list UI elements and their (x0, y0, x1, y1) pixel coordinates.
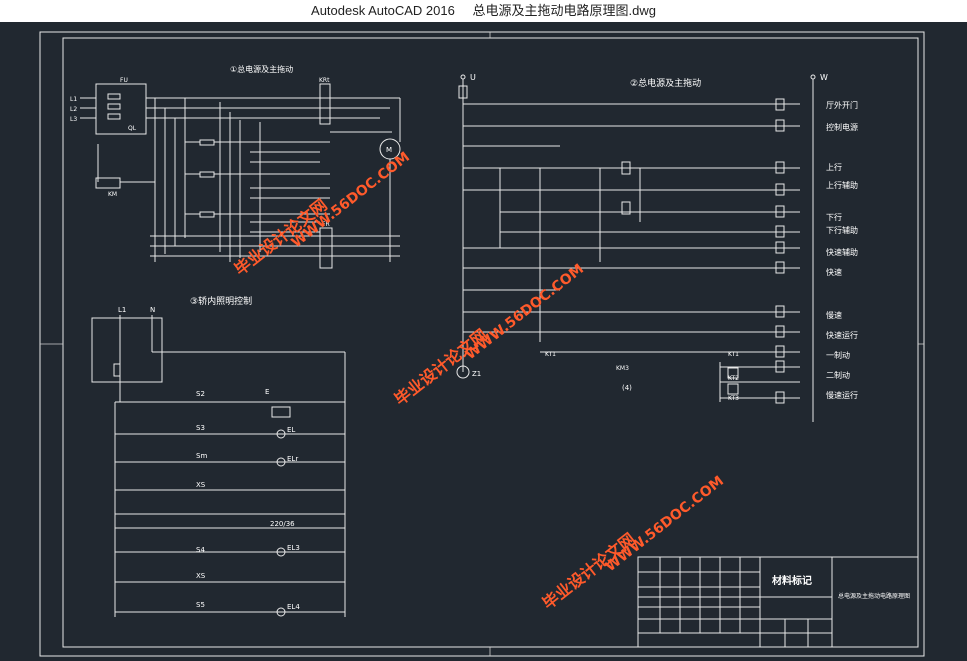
supply-l2: L2 (70, 106, 77, 113)
socket-xs2: XS (196, 572, 206, 580)
label-down-aux: 下行辅助 (826, 225, 858, 235)
section3-circuit: L1 N S2 S3 Sm XS S4 XS S5 E EL ELr 220/3… (91, 306, 346, 617)
section3-title: ③轿内照明控制 (190, 295, 252, 307)
label-up: 上行 (826, 162, 842, 172)
small-label-km3: KM3 (616, 365, 629, 372)
supply-l1: L1 (70, 96, 77, 103)
lighting-phase: L1 (118, 306, 126, 314)
relay-fr: FR (322, 221, 330, 228)
breaker-label: QL (128, 125, 137, 132)
label-door-open: 厅外开门 (826, 100, 858, 110)
watermark-cn-2: 毕业设计论文网 (391, 325, 491, 409)
supply-l3: L3 (70, 116, 77, 123)
load-el: EL (287, 426, 295, 434)
label-brake2: 二制动 (826, 370, 850, 380)
switch-s3: S3 (196, 424, 205, 432)
drawing-canvas[interactable]: ①总电源及主拖动 FU QL L1 L2 L3 (0, 22, 967, 661)
switch-s4: S4 (196, 546, 205, 554)
timer-kt3: KT3 (728, 395, 739, 402)
terminal-w: W (820, 73, 828, 82)
section2-circuit: U W (456, 73, 858, 422)
inner-frame (62, 37, 919, 648)
load-e: E (265, 388, 269, 396)
app-title: Autodesk AutoCAD 2016 (311, 3, 455, 18)
label-down: 下行 (826, 212, 842, 222)
relay-km: KM (108, 191, 117, 198)
watermark-site-3: WWW.56DOC.COM (603, 473, 727, 575)
watermark-cn-3: 毕业设计论文网 (539, 529, 639, 613)
title-block: 材料标记 总电源及主拖动电路原理图 (637, 556, 919, 648)
section2-title: ②总电源及主拖动 (630, 77, 701, 89)
ground-z1: Z1 (472, 370, 481, 378)
load-el4: EL4 (287, 603, 300, 611)
label-up-aux: 上行辅助 (826, 180, 858, 190)
material-label: 材料标记 (772, 574, 812, 587)
relay-krt: KRt (319, 77, 330, 84)
timer-kt1: KT1 (728, 351, 739, 358)
motor-label: M (386, 146, 392, 154)
small-label-4: (4) (622, 384, 632, 392)
drawing-name: 总电源及主拖动电路原理图 (838, 592, 910, 600)
switch-sm: Sm (196, 452, 207, 460)
section1-circuit: FU QL L1 L2 L3 (70, 77, 401, 269)
label-fast-run: 快速运行 (826, 330, 858, 340)
label-fast-aux: 快速辅助 (826, 247, 858, 257)
schematic-drawing[interactable]: ①总电源及主拖动 FU QL L1 L2 L3 (0, 22, 967, 661)
transformer-label: 220/36 (270, 520, 295, 528)
section1-title: ①总电源及主拖动 (230, 64, 293, 74)
socket-xs: XS (196, 481, 206, 489)
label-slow: 慢速 (826, 310, 842, 320)
label-control-power: 控制电源 (826, 122, 858, 132)
lighting-neutral: N (150, 306, 155, 314)
timer-kt2: KT2 (728, 375, 739, 382)
window-title-bar: Autodesk AutoCAD 2016 总电源及主拖动电路原理图.dwg (0, 0, 967, 22)
fuse-label: FU (120, 77, 128, 84)
switch-s5: S5 (196, 601, 205, 609)
small-label-kt1: KT1 (545, 351, 556, 358)
switch-s2: S2 (196, 390, 205, 398)
file-name: 总电源及主拖动电路原理图.dwg (472, 3, 656, 18)
terminal-u: U (470, 73, 476, 82)
load-elr: ELr (287, 455, 298, 463)
load-el3: EL3 (287, 544, 300, 552)
label-brake1: 一制动 (826, 350, 850, 360)
label-slow-run: 慢速运行 (826, 390, 858, 400)
label-fast: 快速 (826, 267, 842, 277)
